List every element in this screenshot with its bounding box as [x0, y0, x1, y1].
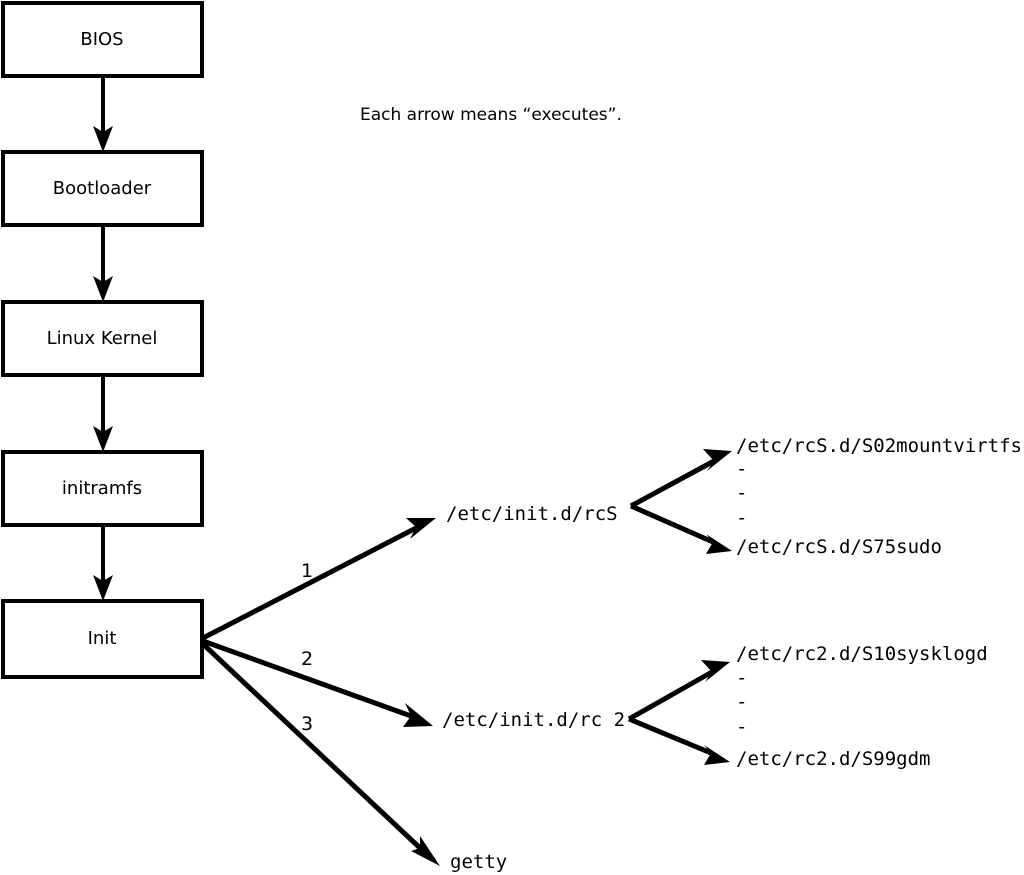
arrow-bios-to-bootloader [93, 76, 113, 152]
linux-kernel-label: Linux Kernel [47, 328, 158, 349]
bootloader-label: Bootloader [53, 178, 152, 199]
rc2-fanout-lower-arrow [628, 716, 730, 765]
bios-label: BIOS [80, 29, 123, 50]
branch-1-arrow [201, 518, 436, 641]
node-bootloader: Bootloader [1, 150, 204, 227]
arrowhead [701, 660, 730, 682]
rc2-ellipsis-dash-1: - [736, 667, 747, 689]
node-initramfs: initramfs [1, 450, 204, 527]
branch-1-target-label: /etc/init.d/rcS [446, 503, 618, 525]
rcs-ellipsis-dash-3: - [736, 507, 747, 529]
rcs-fanout-upper-arrow [629, 449, 732, 509]
node-bios: BIOS [1, 1, 204, 78]
branch-1-number: 1 [301, 560, 313, 582]
init-box [1, 599, 204, 679]
branch-3-number: 3 [301, 713, 313, 735]
arrowhead [706, 534, 732, 554]
arrow-initramfs-to-init [93, 525, 113, 601]
rc2-fanout-upper-arrow [627, 660, 730, 722]
rcs-script-last: /etc/rcS.d/S75sudo [736, 536, 942, 558]
rcs-script-first: /etc/rcS.d/S02mountvirtfs [736, 435, 1022, 457]
arrowhead [703, 449, 732, 471]
arrow-bootloader-to-kernel [93, 225, 113, 302]
rc2-ellipsis-dash-3: - [736, 716, 747, 738]
bios-box [1, 1, 204, 78]
initramfs-box [1, 450, 204, 527]
arrowhead [93, 426, 113, 452]
branch-2-arrow [202, 638, 433, 727]
node-linux-kernel: Linux Kernel [1, 300, 204, 377]
branch-3-arrow [201, 642, 440, 866]
rc2-ellipsis-dash-2: - [736, 691, 747, 713]
diagram-caption: Each arrow means “executes”. [360, 105, 622, 125]
arrowhead [93, 126, 113, 152]
arrowhead [93, 276, 113, 302]
rcs-fanout-lower-arrow [629, 503, 732, 554]
node-init: Init [1, 599, 204, 679]
arrowhead [403, 703, 433, 727]
init-label: Init [88, 628, 117, 649]
rc2-script-first: /etc/rc2.d/S10sysklogd [736, 643, 988, 665]
branch-3-target-label: getty [450, 851, 507, 873]
rcs-ellipsis-dash-1: - [736, 458, 747, 480]
rc2-script-last: /etc/rc2.d/S99gdm [736, 748, 930, 770]
branch-2-number: 2 [301, 648, 313, 670]
arrow-kernel-to-initramfs [93, 375, 113, 452]
arrowhead [704, 745, 730, 765]
arrowhead [406, 518, 436, 539]
rcs-ellipsis-dash-2: - [736, 482, 747, 504]
arrowhead [93, 575, 113, 601]
branch-2-target-label: /etc/init.d/rc 2 [442, 709, 625, 731]
initramfs-label: initramfs [62, 478, 142, 499]
arrowhead [411, 836, 440, 866]
